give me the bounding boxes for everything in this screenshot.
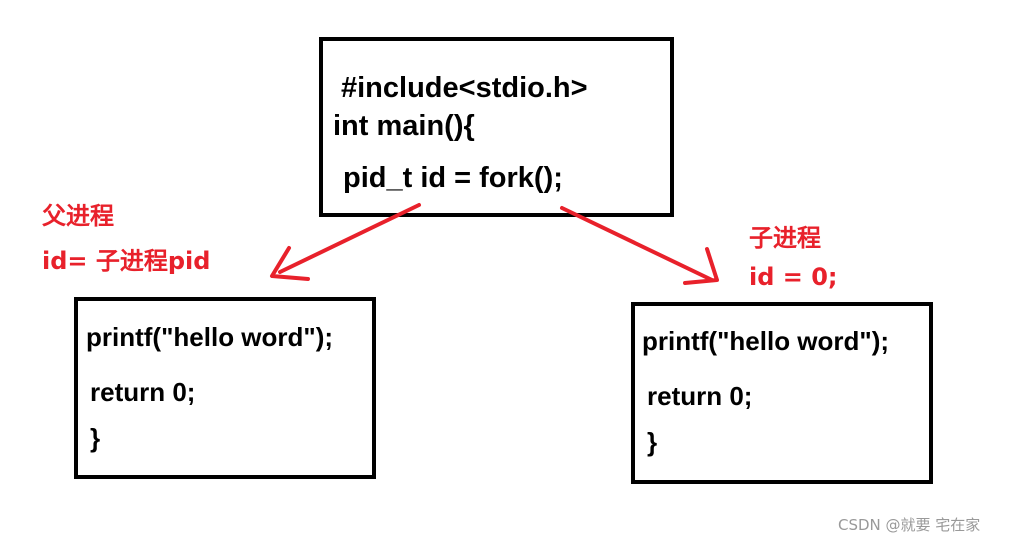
child-code-line-printf: printf("hello word"); bbox=[642, 326, 890, 356]
parent-process-title: 父进程 bbox=[42, 202, 114, 230]
main-code-line-fork: pid_t id = fork(); bbox=[343, 162, 563, 194]
parent-process-id: id= 子进程pid bbox=[42, 247, 211, 275]
arrow-to-child-head bbox=[683, 247, 719, 285]
arrow-to-parent bbox=[278, 203, 421, 274]
parent-code-line-brace: } bbox=[90, 423, 101, 453]
csdn-watermark: CSDN @就要 宅在家 bbox=[838, 516, 981, 534]
parent-code-box bbox=[74, 297, 376, 479]
main-code-box bbox=[319, 37, 674, 217]
main-code-line-main: int main(){ bbox=[333, 110, 475, 142]
parent-code-line-return: return 0; bbox=[90, 377, 196, 407]
child-code-box bbox=[631, 302, 933, 484]
child-process-id: id = 0; bbox=[749, 263, 838, 291]
arrow-to-child bbox=[560, 206, 714, 282]
arrow-to-parent-head bbox=[270, 246, 310, 281]
parent-code-line-printf: printf("hello word"); bbox=[86, 322, 334, 352]
child-process-title: 子进程 bbox=[749, 224, 821, 252]
child-code-line-brace: } bbox=[647, 427, 658, 457]
child-code-line-return: return 0; bbox=[647, 381, 753, 411]
main-code-line-include: #include<stdio.h> bbox=[341, 72, 588, 104]
